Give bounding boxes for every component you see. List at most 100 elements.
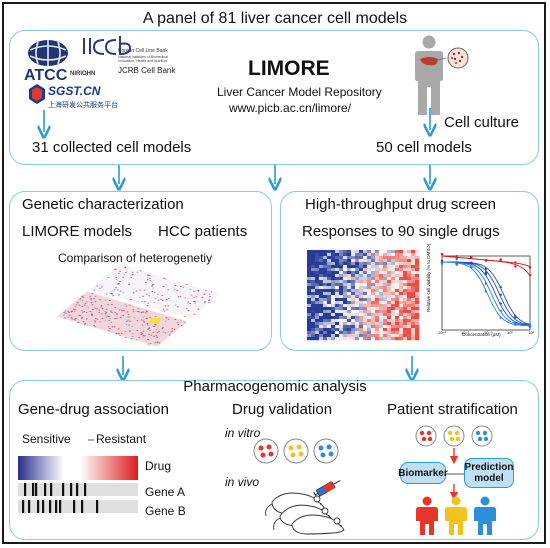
- heatmap-cell: [347, 322, 352, 326]
- heatmap-cell: [407, 316, 412, 320]
- sgst-chinese-text: 上海研发公共服务平台: [48, 102, 118, 109]
- mutation-dot: [115, 313, 118, 315]
- hcc-patients-label: HCC patients: [158, 223, 248, 240]
- heatmap-cell: [403, 316, 408, 320]
- heatmap-cell: [367, 316, 372, 320]
- heatmap-cell: [359, 334, 364, 338]
- heatmap-cell: [315, 283, 320, 287]
- heatmap-cell: [367, 310, 372, 314]
- heatmap-cell: [323, 286, 328, 290]
- response-point: [470, 255, 473, 259]
- heatmap-cell: [403, 310, 408, 314]
- heatmap-cell: [347, 331, 352, 335]
- heatmap-cell: [403, 292, 408, 296]
- heatmap-cell: [387, 331, 392, 335]
- heatmap-cell: [351, 295, 356, 299]
- heatmap-cell: [319, 280, 324, 284]
- limore-full-name: Liver Cancer Model Repository: [217, 85, 382, 99]
- mutation-dot: [146, 324, 149, 326]
- mutation-dot: [104, 314, 107, 316]
- heatmap-cell: [355, 331, 360, 335]
- heatmap-cell: [399, 316, 404, 320]
- heatmap-cell: [307, 256, 312, 260]
- heatmap-cell: [399, 271, 404, 275]
- heatmap-cell: [315, 292, 320, 296]
- heatmap-cell: [403, 325, 408, 329]
- heatmap-cell: [307, 301, 312, 305]
- heatmap-cell: [367, 322, 372, 326]
- heatmap-cell: [351, 286, 356, 290]
- heatmap-cell: [415, 256, 420, 260]
- mutation-dot: [117, 333, 121, 335]
- heatmap-cell: [415, 328, 420, 332]
- heatmap-cell: [355, 298, 360, 302]
- mutation-dot: [105, 312, 108, 314]
- heatmap-cell: [403, 301, 408, 305]
- gene-a-mutation: [32, 483, 35, 496]
- heatmap-cell: [407, 328, 412, 332]
- heatmap-cell: [339, 310, 344, 314]
- heatmap-cell: [379, 271, 384, 275]
- prediction-model-box: Prediction model: [464, 458, 514, 488]
- heatmap-cell: [323, 319, 328, 323]
- heatmap-cell: [327, 331, 332, 335]
- mutation-dot: [95, 308, 99, 310]
- heatmap-cell: [383, 262, 388, 266]
- heatmap-cell: [307, 262, 312, 266]
- heatmap-cell: [395, 298, 400, 302]
- heatmap-cell: [331, 277, 336, 281]
- heatmap-cell: [375, 316, 380, 320]
- heatmap-cell: [335, 265, 340, 269]
- mutation-dot: [73, 310, 76, 312]
- heatmap-cell: [315, 307, 320, 311]
- heatmap-cell: [323, 271, 328, 275]
- mutation-dot: [146, 304, 149, 306]
- heatmap-cell: [351, 298, 356, 302]
- heatmap-cell: [407, 277, 412, 281]
- heatmap-cell: [351, 274, 356, 278]
- heatmap-cell: [343, 289, 348, 293]
- mutation-dot: [116, 289, 119, 291]
- mutation-dot: [164, 320, 167, 322]
- mutation-dot: [140, 332, 143, 334]
- mutation-dot: [152, 331, 155, 333]
- mutation-dot: [70, 316, 73, 318]
- heatmap-cell: [347, 274, 352, 278]
- heatmap-cell: [311, 310, 316, 314]
- limore-url[interactable]: www.picb.ac.cn/limore/: [229, 101, 352, 115]
- heatmap-cell: [375, 292, 380, 296]
- response-point: [514, 316, 517, 319]
- heatmap-cell: [307, 328, 312, 332]
- heatmap-cell: [407, 307, 412, 311]
- heatmap-cell: [323, 325, 328, 329]
- heatmap-cell: [307, 334, 312, 338]
- heatmap-cell: [307, 325, 312, 329]
- heatmap-cell: [323, 259, 328, 263]
- heatmap-cell: [343, 283, 348, 287]
- mutation-dot: [80, 310, 83, 312]
- heatmap-cell: [323, 304, 328, 308]
- heatmap-cell: [367, 265, 372, 269]
- heatmap-cell: [367, 283, 372, 287]
- mutation-dot: [62, 314, 66, 316]
- heatmap-cell: [339, 253, 344, 257]
- mutation-dot: [143, 289, 146, 291]
- mutation-dot: [93, 289, 96, 291]
- heatmap-cell: [403, 322, 408, 326]
- mutation-dot: [162, 331, 165, 333]
- heatmap-cell: [327, 274, 332, 278]
- heatmap-cell: [359, 259, 364, 263]
- heatmap-cell: [355, 280, 360, 284]
- heatmap-cell: [387, 283, 392, 287]
- mutation-dot: [132, 333, 135, 335]
- heatmap-cell: [395, 319, 400, 323]
- heatmap-cell: [311, 292, 316, 296]
- heatmap-cell: [415, 319, 420, 323]
- heatmap-cell: [367, 313, 372, 317]
- heatmap-cell: [371, 322, 376, 326]
- heatmap-cell: [391, 265, 396, 269]
- heatmap-cell: [331, 283, 336, 287]
- heatmap-cell: [319, 301, 324, 305]
- mutation-dot: [104, 299, 107, 301]
- heatmap-cell: [339, 277, 344, 281]
